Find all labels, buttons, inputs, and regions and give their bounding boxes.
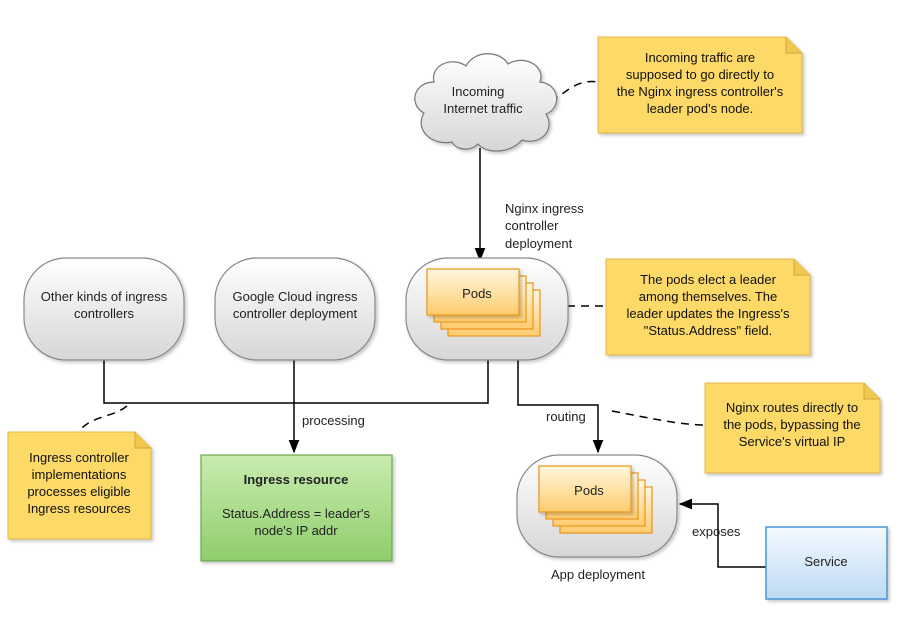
- exposes-arrow: [678, 498, 766, 568]
- routing-note-line-3: Service's virtual IP: [739, 434, 846, 449]
- exposes-label: exposes: [692, 524, 741, 539]
- google-controller-node[interactable]: Google Cloud ingress controller deployme…: [214, 257, 376, 361]
- google-controller-line-1: Google Cloud ingress: [232, 289, 358, 304]
- connectors: [103, 148, 766, 568]
- other-controllers-line-2: controllers: [74, 306, 134, 321]
- cloud-line-1: Incoming: [452, 84, 505, 99]
- controller-note-line-3: processes eligible: [27, 484, 130, 499]
- bus-line-other: [103, 360, 489, 404]
- ingress-resource-title: Ingress resource: [244, 472, 349, 487]
- leader-note: The pods elect a leader among themselves…: [605, 258, 811, 356]
- service-node[interactable]: Service: [765, 526, 888, 600]
- leader-note-line-3: leader updates the Ingress's: [627, 306, 790, 321]
- service-label: Service: [804, 554, 847, 569]
- internet-cloud: [414, 53, 558, 152]
- nginx-deployment-label-1: Nginx ingress: [505, 201, 584, 216]
- nginx-pods-label: Pods: [462, 286, 492, 301]
- routing-note-connector: [611, 410, 706, 426]
- app-deployment-label: App deployment: [551, 567, 645, 582]
- controller-note-line-2: implementations: [32, 467, 127, 482]
- leader-note-line-1: The pods elect a leader: [640, 272, 777, 287]
- routing-note: Nginx routes directly to the pods, bypas…: [704, 382, 881, 474]
- nginx-pods-stack: [426, 268, 541, 337]
- routing-arrow: [517, 360, 604, 454]
- ingress-resource-node[interactable]: Ingress resource Status.Address = leader…: [200, 454, 393, 562]
- app-deployment-node[interactable]: Pods: [516, 454, 678, 558]
- traffic-note-line-3: the Nginx ingress controller's: [617, 84, 784, 99]
- routing-label: routing: [546, 409, 586, 424]
- routing-note-line-1: Nginx routes directly to: [726, 400, 858, 415]
- traffic-note-line-2: supposed to go directly to: [626, 67, 774, 82]
- other-controllers-node[interactable]: Other kinds of ingress controllers: [23, 257, 185, 361]
- leader-note-line-2: among themselves. The: [639, 289, 778, 304]
- ingress-resource-line-1: Status.Address = leader's: [222, 506, 371, 521]
- controller-note-line-4: Ingress resources: [27, 501, 131, 516]
- processing-label: processing: [302, 413, 365, 428]
- app-pods-label: Pods: [574, 483, 604, 498]
- controller-note-connector: [77, 405, 128, 433]
- nginx-controller-node[interactable]: Pods: [405, 257, 569, 361]
- nginx-deployment-label-2: controller: [505, 218, 559, 233]
- routing-note-line-2: the pods, bypassing the: [723, 417, 860, 432]
- app-pods-stack: [538, 465, 653, 534]
- traffic-note: Incoming traffic are supposed to go dire…: [597, 36, 803, 134]
- google-controller-line-2: controller deployment: [233, 306, 358, 321]
- note-connectors: [77, 80, 706, 433]
- ingress-resource-line-2: node's IP addr: [254, 523, 338, 538]
- controller-note-line-1: Ingress controller: [29, 450, 129, 465]
- nginx-deployment-label-3: deployment: [505, 236, 573, 251]
- cloud-line-2: Internet traffic: [443, 101, 523, 116]
- controller-note: Ingress controller implementations proce…: [7, 431, 152, 540]
- traffic-note-line-1: Incoming traffic are: [645, 50, 755, 65]
- leader-note-line-4: "Status.Address" field.: [644, 323, 772, 338]
- other-controllers-line-1: Other kinds of ingress: [41, 289, 168, 304]
- traffic-note-line-4: leader pod's node.: [647, 101, 754, 116]
